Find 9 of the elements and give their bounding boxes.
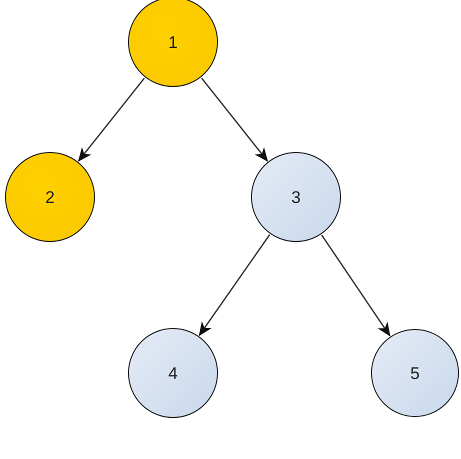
node-number: 4	[168, 364, 178, 382]
node-number: 1	[168, 34, 178, 50]
node-number: 3	[291, 188, 301, 206]
arrow	[78, 78, 145, 162]
arrow	[321, 234, 390, 337]
node-number: 2	[45, 188, 55, 206]
arrow	[198, 234, 270, 336]
arrow	[201, 78, 268, 162]
node-number: 5	[410, 364, 420, 382]
